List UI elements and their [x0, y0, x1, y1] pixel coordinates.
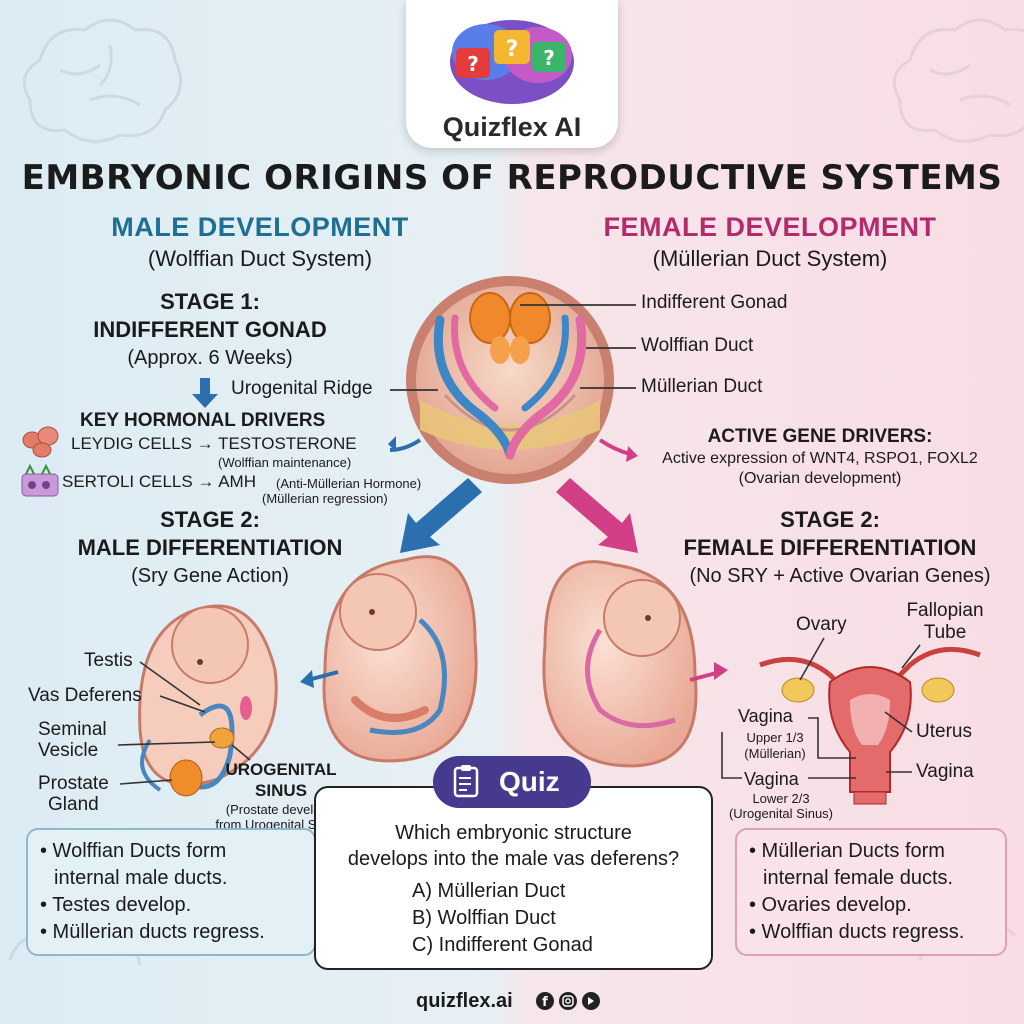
female-subheading: (Müllerian Duct System) [652, 246, 888, 271]
quiz-question-line-2: develops into the male vas deferens? [347, 848, 680, 870]
footer-site[interactable]: quizflex.ai [416, 990, 513, 1012]
quizflex-logo-icon: ? ? ? [450, 20, 574, 104]
female-summary-line: • Müllerian Ducts form [749, 840, 945, 862]
label-urogenital-ridge: Urogenital Ridge [231, 378, 373, 399]
label-vagina-right: Vagina [916, 761, 974, 782]
leydig-note: (Wolffian maintenance) [218, 455, 352, 470]
leydig-cells-icon [22, 426, 59, 458]
label-upper-note-1: Upper 1/3 [746, 730, 804, 745]
label-seminal-2: Vesicle [38, 740, 99, 761]
quiz-option-c[interactable]: C) Indifferent Gonad [412, 934, 593, 956]
arrow-to-male [400, 478, 482, 553]
label-ugs-note-1: (Prostate develops [225, 802, 335, 817]
stage1-title: STAGE 1: [160, 289, 260, 314]
label-indifferent-gonad: Indifferent Gonad [641, 292, 788, 313]
female-heading: FEMALE DEVELOPMENT [603, 212, 937, 242]
stage1-time: (Approx. 6 Weeks) [127, 347, 293, 369]
male-heading: MALE DEVELOPMENT [111, 212, 409, 242]
logo-card: ? ? ? Quizflex AI [406, 0, 618, 148]
female-stage2-sub: (No SRY + Active Ovarian Genes) [689, 565, 991, 587]
clipboard-icon [453, 765, 479, 798]
indifferent-stage-circle [406, 276, 614, 484]
label-fallopian-2: Tube [923, 622, 967, 643]
female-summary-line: • Ovaries develop. [749, 894, 912, 916]
brand-name: Quizflex AI [442, 112, 582, 142]
label-fallopian-1: Fallopian [906, 600, 984, 621]
female-summary-line: internal female ducts. [763, 867, 954, 889]
female-drivers-line: Active expression of WNT4, RSPO1, FOXL2 [662, 450, 978, 467]
quiz-option-b[interactable]: B) Wolffian Duct [412, 907, 556, 929]
label-vagina-lower: Vagina [744, 769, 799, 789]
male-subheading: (Wolffian Duct System) [147, 246, 373, 271]
quiz-question-line-1: Which embryonic structure [395, 822, 632, 844]
stage1-subtitle: INDIFFERENT GONAD [93, 317, 327, 342]
label-wolffian-duct: Wolffian Duct [641, 335, 754, 356]
quiz-card: Which embryonic structure develops into … [314, 786, 713, 970]
page-title: EMBRYONIC ORIGINS OF REPRODUCTIVE SYSTEM… [21, 158, 1003, 198]
label-uterus: Uterus [916, 721, 972, 742]
label-prostate-2: Gland [48, 794, 99, 815]
label-vas-deferens: Vas Deferens [28, 685, 142, 706]
label-ugs-2: SINUS [255, 781, 307, 800]
quiz-badge-label: Quiz [499, 766, 560, 797]
quiz-option-a[interactable]: A) Müllerian Duct [412, 880, 566, 902]
label-lower-note-2: (Urogenital Sinus) [728, 806, 834, 821]
female-drivers-note: (Ovarian development) [738, 470, 902, 487]
label-vagina-upper: Vagina [738, 706, 793, 726]
male-summary-box: • Wolffian Ducts form internal male duct… [26, 828, 316, 956]
female-stage2-title: STAGE 2: [780, 507, 880, 532]
label-seminal-1: Seminal [38, 719, 107, 740]
female-summary-line: • Wolffian ducts regress. [749, 921, 965, 943]
male-summary-line: • Testes develop. [40, 894, 192, 916]
male-summary-line: internal male ducts. [54, 867, 228, 889]
leydig-cells-text: LEYDIG CELLS → TESTOSTERONE [71, 434, 357, 453]
label-ovary: Ovary [796, 614, 847, 635]
label-mullerian-duct: Müllerian Duct [641, 376, 763, 397]
svg-text:?: ? [467, 52, 479, 76]
female-embryo-illustration [542, 560, 698, 768]
female-anatomy-illustration [759, 646, 981, 805]
male-summary-line: • Wolffian Ducts form [40, 840, 227, 862]
male-stage2-sub: (Sry Gene Action) [131, 565, 289, 587]
female-drivers-title: ACTIVE GENE DRIVERS: [707, 426, 933, 447]
quiz-badge: Quiz [433, 756, 591, 808]
sertoli-note-2: (Müllerian regression) [262, 491, 388, 506]
male-embryo-illustration [322, 555, 478, 763]
male-drivers-title: KEY HORMONAL DRIVERS [80, 410, 326, 431]
male-stage2-title: STAGE 2: [160, 507, 260, 532]
male-summary-line: • Müllerian ducts regress. [40, 921, 265, 943]
sertoli-cells-text: SERTOLI CELLS → AMH [62, 472, 256, 491]
sertoli-cells-icon [21, 463, 59, 497]
sertoli-note-1: (Anti-Müllerian Hormone) [276, 476, 422, 491]
arrow-to-female [556, 478, 638, 553]
svg-text:?: ? [506, 37, 519, 62]
label-testis: Testis [84, 650, 133, 671]
female-stage2-subtitle: FEMALE DIFFERENTIATION [683, 535, 977, 560]
male-stage2-subtitle: MALE DIFFERENTIATION [77, 535, 343, 560]
label-ugs-1: UROGENITAL [225, 760, 337, 779]
label-prostate-1: Prostate [38, 773, 109, 794]
label-lower-note-1: Lower 2/3 [752, 791, 810, 806]
label-upper-note-2: (Müllerian) [744, 746, 806, 761]
male-anatomy-illustration [138, 604, 278, 797]
svg-text:?: ? [543, 46, 555, 70]
female-summary-box: • Müllerian Ducts form internal female d… [735, 828, 1007, 956]
